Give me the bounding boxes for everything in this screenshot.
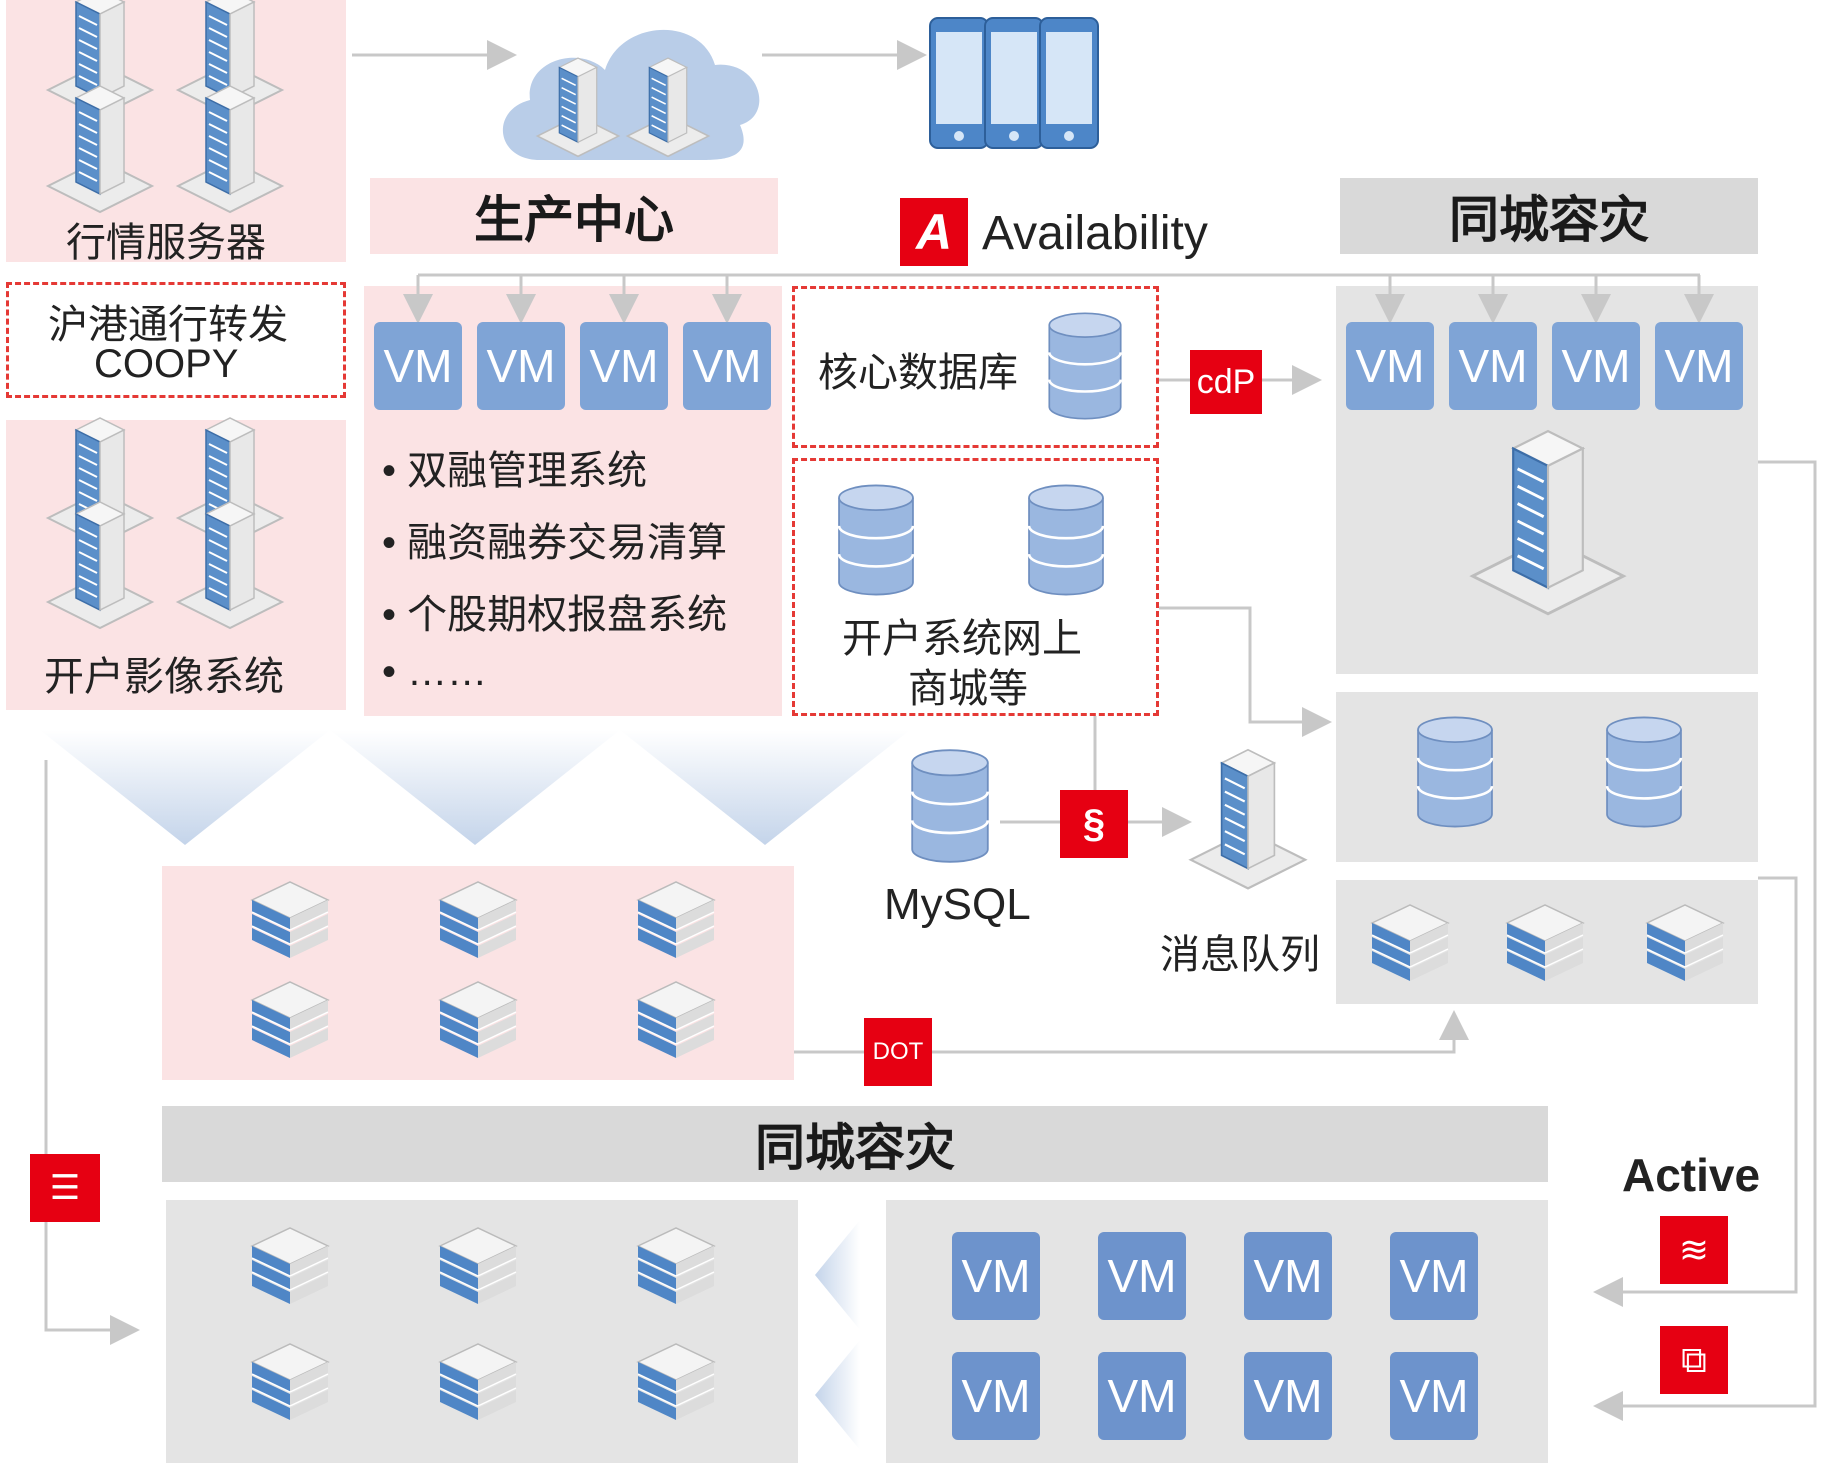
dr-rack-icon-2 [1506,904,1584,982]
dr-vm-1: VM [1346,322,1434,410]
online-label-line2: 商城等 [908,667,1028,711]
dr2-vm-1: VM [952,1232,1040,1320]
imaging-panel [6,420,346,710]
prod-bullet-4: • …… [382,650,488,694]
dot-tag: DOT [864,1018,932,1086]
prod-bullet-2: • 融资融券交易清算 [382,521,728,565]
flow-chevron-4 [815,1220,860,1330]
prod-bullet-3: • 个股期权报盘系统 [382,593,728,637]
market-server-panel [6,0,346,262]
online-db-icon-1 [837,484,915,596]
dr-bottom-title: 同城容灾 [755,1120,955,1176]
online-label-line1: 开户系统网上 [842,617,1082,661]
cloud-icon [502,29,760,161]
online-panel [792,458,1159,716]
market-servers-icon [47,0,283,213]
dr2-vm-8: VM [1390,1352,1478,1440]
prod-vm-1: VM [374,322,462,410]
availability-logo-icon: A [900,198,968,266]
dr-top-title: 同城容灾 [1449,192,1649,248]
prod-bullet-1: • 双融管理系统 [382,449,648,493]
flow-chevron-1 [40,730,330,845]
flow-chevron-5 [815,1340,860,1450]
availability-label: Availability [982,207,1208,260]
mysql-label: MySQL [884,880,1031,929]
dr-main-server-icon [1471,429,1625,616]
mq-label: 消息队列 [1160,933,1320,977]
active-label: Active [1622,1149,1761,1201]
dr-top-title-bar [1340,178,1758,254]
dr2-vm-4: VM [1390,1232,1478,1320]
dr2-vm-7: VM [1244,1352,1332,1440]
prod-vm-3: VM [580,322,668,410]
coopy-panel [6,282,346,398]
dr-top-db-panel [1336,692,1758,862]
imaging-label: 开户影像系统 [44,655,284,699]
coopy-label-line2: COOPY [94,342,239,386]
flow-chevron-3 [620,730,910,845]
production-title: 生产中心 [474,192,674,248]
dr-vm-3: VM [1552,322,1640,410]
dr2-vm-5: VM [952,1352,1040,1440]
coopy-label-line1: 沪港通行转发 [48,303,288,347]
core-db-panel [792,286,1159,448]
market-server-label: 行情服务器 [66,221,266,265]
dr-bottom-title-bar [162,1106,1548,1182]
dr2-vm-3: VM [1244,1232,1332,1320]
prod-vm-4: VM [683,322,771,410]
link-icon: ⧉ [1660,1326,1728,1394]
dr2-vm-2: VM [1098,1232,1186,1320]
prod-vm-2: VM [477,322,565,410]
active-db-icon: ≋ [1660,1216,1728,1284]
online-db-icon-2 [1027,484,1105,596]
dr-rack-icon-1 [1371,904,1449,982]
dr-vm-4: VM [1655,322,1743,410]
backup-icon: ☰ [30,1154,100,1222]
core-db-icon [1048,312,1122,420]
cdp-tag: cdP [1190,350,1262,414]
mysql-db-icon [910,748,990,864]
dr-vm-2: VM [1449,322,1537,410]
mq-server-icon [1189,748,1307,890]
imaging-servers-icon [47,417,283,629]
dr-rack-icon-3 [1646,904,1724,982]
dr-db-icon-1 [1416,716,1494,828]
production-title-bar [370,178,778,254]
core-db-label: 核心数据库 [818,351,1018,395]
sync-icon: § [1060,790,1128,858]
flow-chevron-2 [330,730,620,845]
dr-db-icon-2 [1605,716,1683,828]
mobile-devices-icon [929,17,1099,149]
dr2-vm-6: VM [1098,1352,1186,1440]
